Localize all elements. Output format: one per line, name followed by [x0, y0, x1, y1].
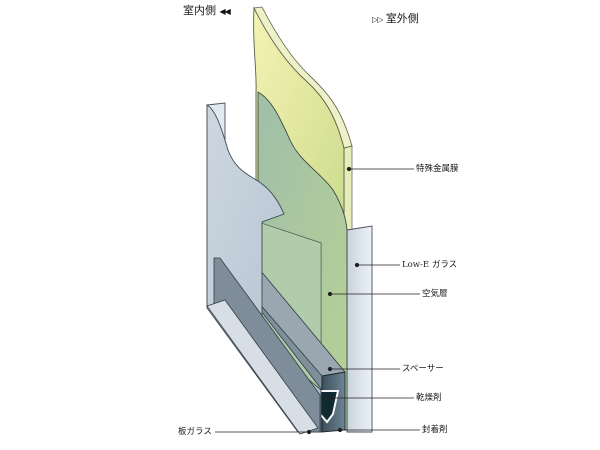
label-special-metal-film: 特殊金属膜 — [416, 164, 459, 174]
leader-lines — [215, 166, 420, 435]
outer-pane-top-edge — [253, 6, 353, 149]
label-spacer: スペーサー — [402, 364, 444, 374]
label-sealant: 封着剤 — [422, 425, 448, 435]
label-air-layer: 空気層 — [422, 289, 448, 299]
label-desiccant: 乾燥剤 — [416, 393, 442, 403]
outdoor-arrow-icon: ▷▷ — [372, 15, 383, 24]
outdoor-side-label: 室外側 — [385, 12, 419, 25]
indoor-side-indicator: 室内側 ◀◀ — [183, 4, 231, 17]
inner-pane-bottom-edge — [206, 299, 319, 435]
low-e-pane-face — [257, 91, 348, 431]
label-low-e-glass: Low-E ガラス — [402, 260, 458, 270]
outdoor-side-indicator: ▷▷ 室外側 — [372, 13, 419, 24]
label-sheet-glass: 板ガラス — [178, 427, 212, 437]
low-e-pane-edge — [346, 225, 373, 433]
indoor-side-label: 室内側 — [183, 4, 216, 17]
indoor-arrow-icon: ◀◀ — [219, 7, 231, 16]
inner-pane-face — [206, 104, 322, 433]
